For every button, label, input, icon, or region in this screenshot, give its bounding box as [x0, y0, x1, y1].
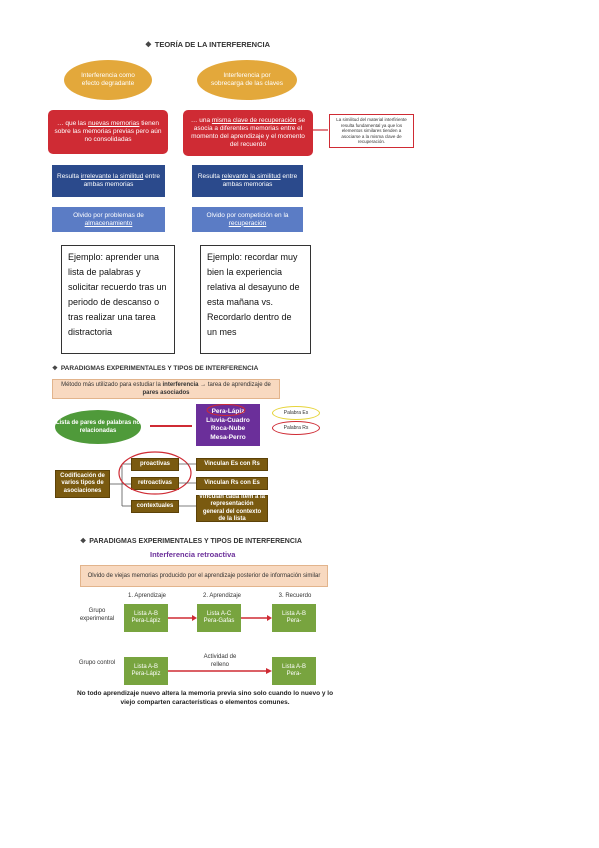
arrow-to-pairs-icon	[150, 425, 192, 427]
highlight-ellipse-icon	[118, 451, 192, 495]
type-contextuales: contextuales	[131, 500, 179, 513]
blue-box-recuperacion: Olvido por competición en la recuperació…	[192, 207, 303, 232]
oval-lista-pares: Lista de pares de palabras no relacionad…	[55, 410, 141, 444]
blue-box-almacenamiento: Olvido por problemas de almacenamiento	[52, 207, 165, 232]
connector-lines-icon	[179, 463, 197, 507]
arrow-to-note-icon	[312, 129, 328, 131]
footer-note: No todo aprendizaje nuevo altera la memo…	[76, 690, 334, 706]
pairs-box: Pera-Lápiz Lluvia-Cuadro Roca-Nube Mesa-…	[196, 404, 260, 446]
result-proactivas: Vinculan Es con Rs	[196, 458, 268, 471]
section1-heading: ❖TEORÍA DE LA INTERFERENCIA	[145, 40, 271, 49]
result-contextuales: Vinculan cada ítem a la representación g…	[196, 494, 268, 522]
type-proactivas: proactivas	[131, 458, 179, 471]
arrow-right-icon	[241, 615, 272, 621]
pair-item: Mesa-Perro	[210, 433, 246, 441]
oval-degradante: Interferencia como efecto degradante	[64, 60, 152, 100]
definition-banner: Olvido de viejas memorias producido por …	[80, 565, 328, 587]
arrow-right-icon	[168, 668, 272, 674]
diamond-bullet-icon: ❖	[52, 365, 58, 372]
section3-heading: ❖PARADIGMAS EXPERIMENTALES Y TIPOS DE IN…	[80, 538, 302, 545]
pair-item: Lluvia-Cuadro	[206, 416, 250, 424]
codif-box: Codificación de varios tipos de asociaci…	[55, 470, 110, 498]
red-box-nuevas-memorias: … que las nuevas memorias tienen sobre l…	[48, 110, 168, 154]
oval-sobrecarga: Interferencia por sobrecarga de las clav…	[197, 60, 297, 100]
step-label-3: 3. Recuerdo	[278, 593, 312, 599]
blue-box-relevante: Resulta relevante la similitud entre amb…	[192, 165, 303, 197]
result-retroactivas: Vinculan Rs con Es	[196, 477, 268, 490]
section3-subheading: Interferencia retroactiva	[150, 550, 236, 559]
pair-item: Pera-Lápiz	[211, 408, 245, 415]
note-similitud: La similitud del material interfiriente …	[329, 114, 414, 148]
bracket-lines-icon	[110, 463, 132, 507]
section2-heading: ❖PARADIGMAS EXPERIMENTALES Y TIPOS DE IN…	[52, 365, 259, 372]
arrow-right-icon	[168, 615, 197, 621]
example-box-left: Ejemplo: aprender una lista de palabras …	[61, 245, 175, 354]
blue-box-irrelevante: Resulta irrelevante la similitud entre a…	[52, 165, 165, 197]
pill-palabra-es: Palabra Es	[272, 406, 320, 420]
pair-item: Roca-Nube	[210, 425, 246, 432]
group-experimental-label: Grupo experimental	[79, 608, 115, 622]
group-control-label: Grupo control	[78, 660, 116, 666]
type-retroactivas: retroactivas	[131, 477, 179, 490]
step-label-1: 1. Aprendizaje	[127, 593, 167, 599]
activity-label: Actividad de relleno	[203, 654, 237, 668]
step-label-2: 2. Aprendizaje	[202, 593, 242, 599]
red-box-misma-clave: … una misma clave de recuperación se aso…	[183, 110, 313, 156]
diamond-bullet-icon: ❖	[145, 40, 152, 49]
highlight-circle-icon	[206, 404, 246, 416]
method-banner: Método más utilizado para estudiar la in…	[52, 379, 280, 399]
example-box-right: Ejemplo: recordar muy bien la experienci…	[200, 245, 311, 354]
diamond-bullet-icon: ❖	[80, 538, 87, 545]
pill-palabra-rs: Palabra Rs	[272, 421, 320, 435]
